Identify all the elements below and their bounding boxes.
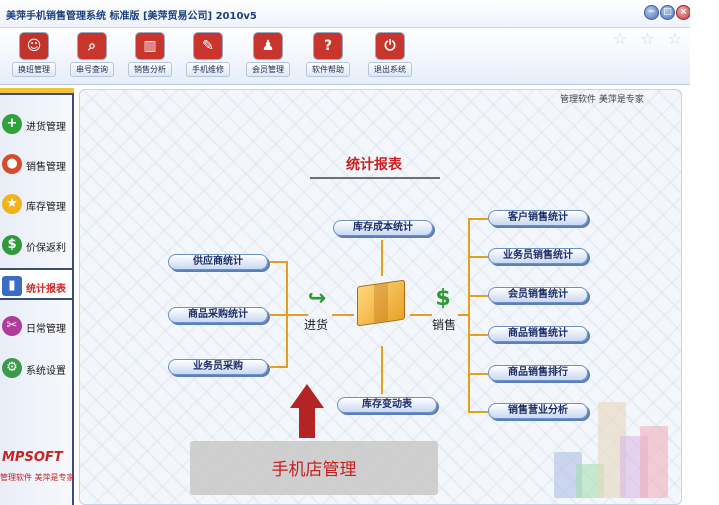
product-sales-ranking-button[interactable]: 商品销售排行 (488, 365, 588, 381)
toolbar-label: 换班管理 (12, 62, 56, 77)
connector-line (381, 240, 383, 276)
brand-slogan: 管理软件 美萍是专家 (0, 473, 75, 482)
member-sales-stats-button[interactable]: 会员销售统计 (488, 287, 588, 303)
sidebar-item-purchase[interactable]: + 进货管理 (0, 108, 72, 140)
brand-logo: MPSOFT (2, 450, 63, 465)
phone-repair-button[interactable]: ✎ 手机维修 (186, 32, 230, 80)
customer-sales-stats-button[interactable]: 客户销售统计 (488, 210, 588, 226)
tools-icon: ✂ (2, 316, 22, 336)
title-underline (310, 177, 440, 179)
dollar-sign-icon: $ (435, 286, 451, 311)
arrow-head (290, 384, 324, 408)
toolbar-label: 手机维修 (186, 62, 230, 77)
connector-line (410, 314, 432, 316)
sidebar-item-sales[interactable]: ● 销售管理 (0, 148, 72, 180)
wrench-icon: ✎ (193, 32, 223, 60)
connector-line (332, 314, 354, 316)
settings-icon: ⚙ (2, 358, 22, 378)
sidebar-item-label: 库存管理 (26, 202, 66, 213)
software-help-button[interactable]: ? 软件帮助 (306, 32, 350, 80)
inventory-cost-stats-button[interactable]: 库存成本统计 (333, 220, 433, 236)
sales-revenue-analysis-button[interactable]: 销售营业分析 (488, 403, 588, 419)
decorative-bar (640, 426, 668, 498)
connector-line (468, 373, 488, 375)
sidebar: + 进货管理 ● 销售管理 ★ 库存管理 $ 价保返利 ▮ 统计报表 ✂ 日常管… (0, 88, 75, 505)
connector-line (269, 261, 287, 263)
members-icon: ♟ (253, 32, 283, 60)
connector-line (468, 295, 488, 297)
dollar-icon: $ (2, 235, 22, 255)
main-panel: 管理软件 美萍是专家 统计报表 供应商统计 商品采购统计 业务员采购 ↪ 进货 … (79, 89, 682, 505)
header-slogan: 管理软件 美萍是专家 (560, 95, 644, 105)
up-arrow-icon (290, 384, 324, 438)
toolbar: ☆ ☆ ☆ ☺ 换班管理 ⌕ 串号查询 ▥ 销售分析 ✎ 手机维修 ♟ 会员管理… (0, 29, 690, 85)
connector-line (381, 346, 383, 394)
plus-icon: + (2, 114, 22, 134)
sidebar-item-label: 统计报表 (26, 284, 66, 295)
sidebar-item-inventory[interactable]: ★ 库存管理 (0, 188, 72, 220)
connector-line (468, 218, 488, 220)
window-title: 美萍手机销售管理系统 标准版 [美萍贸易公司] 2010v5 (6, 11, 257, 22)
purchase-label: 进货 (304, 318, 329, 332)
page-title: 统计报表 (346, 157, 402, 173)
sales-analysis-button[interactable]: ▥ 销售分析 (128, 32, 172, 80)
sidebar-item-label: 进货管理 (26, 122, 66, 133)
exit-system-button[interactable]: ⏻ 退出系统 (368, 32, 412, 80)
connector-line (468, 411, 488, 413)
sidebar-top-bar (0, 88, 74, 95)
window-margin (690, 0, 719, 505)
connector-line (286, 314, 308, 316)
caption-text: 手机店管理 (271, 460, 357, 480)
bar-chart-icon: ▥ (135, 32, 165, 60)
magnifier-icon: ⌕ (77, 32, 107, 60)
sidebar-item-label: 系统设置 (26, 366, 66, 377)
sidebar-item-settings[interactable]: ⚙ 系统设置 (0, 352, 72, 384)
caption-panel: 手机店管理 (190, 441, 438, 495)
help-icon: ? (313, 32, 343, 60)
purchase-arrow-icon: ↪ (307, 286, 327, 311)
salesperson-sales-stats-button[interactable]: 业务员销售统计 (488, 248, 588, 264)
connector-line (468, 334, 488, 336)
connector-line (269, 366, 287, 368)
inventory-change-report-button[interactable]: 库存变动表 (337, 397, 437, 413)
minimize-button[interactable]: − (644, 5, 659, 20)
decorative-stars-icon: ☆ ☆ ☆ (612, 29, 686, 48)
globe-icon: ● (2, 154, 22, 174)
sidebar-item-daily[interactable]: ✂ 日常管理 (0, 310, 72, 342)
connector-line (269, 314, 287, 316)
member-management-button[interactable]: ♟ 会员管理 (246, 32, 290, 80)
toolbar-label: 会员管理 (246, 62, 290, 77)
connector-line (468, 218, 470, 413)
report-bars-icon: ▮ (2, 276, 22, 296)
toolbar-label: 销售分析 (128, 62, 172, 77)
arrow-shaft (299, 408, 315, 438)
connector-line (468, 256, 488, 258)
close-button[interactable]: × (676, 5, 691, 20)
inventory-box-icon (357, 279, 405, 327)
sidebar-item-reports[interactable]: ▮ 统计报表 (0, 268, 72, 300)
decorative-bars-icon (552, 386, 670, 498)
toolbar-label: 软件帮助 (306, 62, 350, 77)
star-icon: ★ (2, 194, 22, 214)
connector-line (458, 314, 470, 316)
title-bar: 美萍手机销售管理系统 标准版 [美萍贸易公司] 2010v5 − □ × (0, 0, 691, 28)
power-icon: ⏻ (375, 32, 405, 60)
salesperson-purchase-button[interactable]: 业务员采购 (168, 359, 268, 375)
supplier-stats-button[interactable]: 供应商统计 (168, 254, 268, 270)
maximize-button[interactable]: □ (660, 5, 675, 20)
imei-query-button[interactable]: ⌕ 串号查询 (70, 32, 114, 80)
product-purchase-stats-button[interactable]: 商品采购统计 (168, 307, 268, 323)
toolbar-label: 退出系统 (368, 62, 412, 77)
sidebar-item-label: 价保返利 (26, 243, 66, 254)
users-icon: ☺ (19, 32, 49, 60)
sales-label: 销售 (432, 318, 457, 332)
sidebar-item-label: 销售管理 (26, 162, 66, 173)
product-sales-stats-button[interactable]: 商品销售统计 (488, 326, 588, 342)
shift-management-button[interactable]: ☺ 换班管理 (12, 32, 56, 80)
sidebar-item-label: 日常管理 (26, 324, 66, 335)
toolbar-label: 串号查询 (70, 62, 114, 77)
sidebar-item-price-rebate[interactable]: $ 价保返利 (0, 229, 72, 261)
